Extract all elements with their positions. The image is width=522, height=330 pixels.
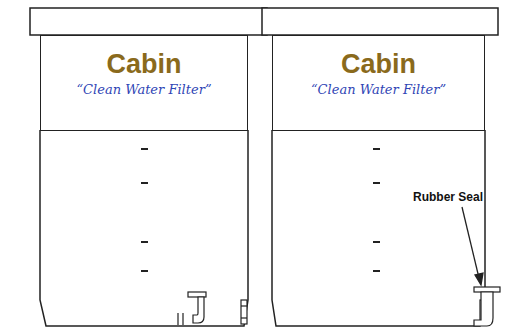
spout-elbow xyxy=(193,297,204,323)
level-mark xyxy=(373,148,380,150)
cabin-title: Cabin xyxy=(341,50,416,80)
rubber-seal xyxy=(474,287,500,292)
callout-arrow xyxy=(462,207,483,285)
level-mark xyxy=(141,148,148,150)
lid xyxy=(262,8,498,35)
spout-elbow xyxy=(474,292,493,326)
lid xyxy=(30,8,267,35)
level-mark xyxy=(373,241,380,243)
tap-parts xyxy=(178,287,500,326)
leader-line xyxy=(462,207,479,278)
level-mark xyxy=(373,182,380,184)
callout-label: Rubber Seal xyxy=(412,190,484,204)
cabin-title: Cabin xyxy=(106,50,181,80)
level-mark xyxy=(141,182,148,184)
arrow-head xyxy=(475,273,483,285)
spout-cap xyxy=(188,292,206,297)
level-mark xyxy=(141,270,148,272)
filter-subtitle: “Clean Water Filter” xyxy=(311,82,446,98)
tank-body xyxy=(272,130,485,326)
filter-subtitle: “Clean Water Filter” xyxy=(76,82,211,98)
cabin-box: Cabin “Clean Water Filter” xyxy=(40,35,248,131)
tap-fitting xyxy=(241,305,247,306)
level-mark xyxy=(141,241,148,243)
tap-fitting xyxy=(241,317,247,318)
cabin-box: Cabin “Clean Water Filter” xyxy=(272,35,485,131)
spout-outlet xyxy=(178,313,183,325)
filter-bodies xyxy=(30,8,498,326)
level-mark xyxy=(373,270,380,272)
level-marks xyxy=(141,149,380,271)
tank-body xyxy=(40,130,248,326)
tap-fitting xyxy=(241,300,247,324)
